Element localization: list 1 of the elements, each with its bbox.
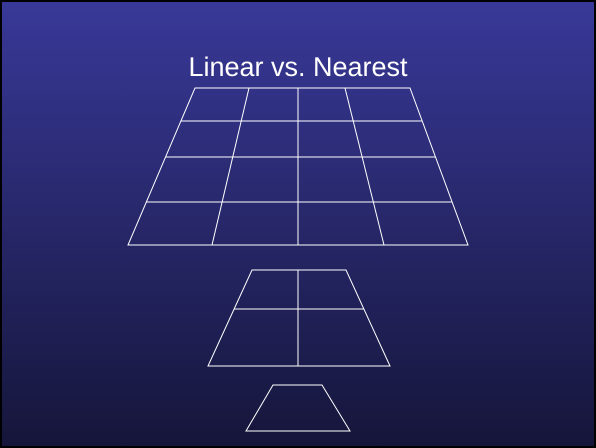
slide-title: Linear vs. Nearest xyxy=(187,52,409,83)
